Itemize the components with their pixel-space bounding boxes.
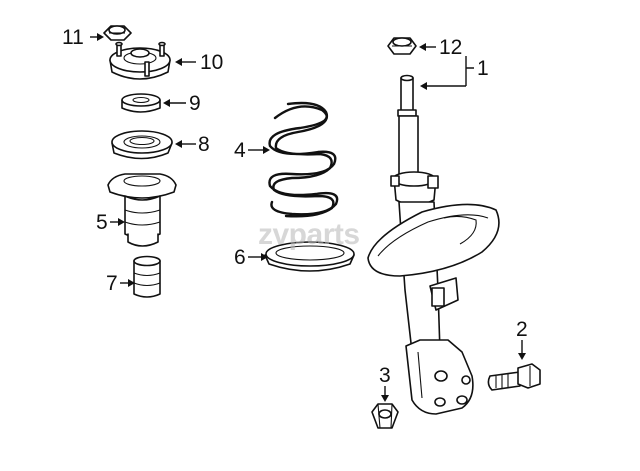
callout-5: 5 xyxy=(96,211,108,234)
part-8-upper-spring-seat xyxy=(111,130,173,160)
callout-3: 3 xyxy=(379,364,391,387)
part-9-bearing xyxy=(121,93,161,113)
part-11-nut xyxy=(103,25,132,41)
callout-10: 10 xyxy=(200,51,223,74)
callout-6: 6 xyxy=(234,246,246,269)
watermark-logo: zvparts xyxy=(258,218,360,251)
callout-8: 8 xyxy=(198,133,210,156)
callout-2: 2 xyxy=(516,318,528,341)
part-4-coil-spring xyxy=(268,101,339,218)
callout-labels: 11 10 9 8 4 5 6 7 12 1 2 3 xyxy=(62,26,528,387)
callout-4: 4 xyxy=(234,139,246,162)
part-7-bump-stop xyxy=(133,255,161,298)
callout-1: 1 xyxy=(477,57,489,80)
callout-11: 11 xyxy=(62,26,84,49)
part-2-bolt xyxy=(487,363,541,391)
part-5-dust-boot xyxy=(107,173,177,247)
leader-lines xyxy=(90,33,526,402)
part-12-nut xyxy=(387,37,417,55)
part-6-lower-insulator xyxy=(264,241,355,272)
callout-12: 12 xyxy=(439,36,462,59)
callout-7: 7 xyxy=(106,272,118,295)
part-1-strut-assembly xyxy=(367,74,500,415)
part-10-upper-mount xyxy=(109,41,171,80)
part-3-nut xyxy=(371,403,399,429)
callout-9: 9 xyxy=(189,92,201,115)
